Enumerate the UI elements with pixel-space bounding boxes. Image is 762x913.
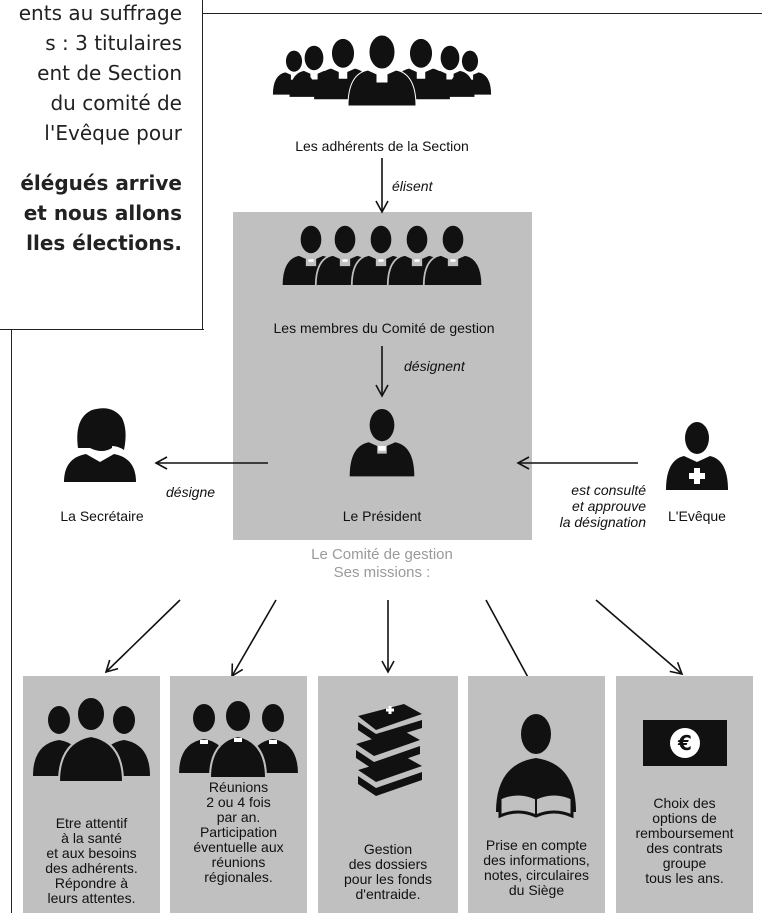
mission-line: du Siège (508, 882, 565, 898)
mission-line: réunions (211, 854, 266, 870)
mission-arrow (104, 599, 181, 674)
designate-verb: désignent (404, 358, 465, 374)
committee-caption-subtitle: Ses missions : (333, 564, 431, 581)
mission-box: Etre attentif à la santé et aux besoins … (23, 676, 160, 913)
mission-line: options de (652, 810, 717, 826)
mission-line: groupe (662, 855, 707, 871)
mission-line: notes, circulaires (483, 867, 590, 883)
mission-box: Prise en compte des informations, notes,… (468, 676, 605, 913)
committee-caption: Le Comité de gestion Ses missions : (282, 546, 482, 582)
elect-verb: élisent (392, 178, 433, 194)
mission-line: Prise en compte (485, 837, 588, 853)
mission-box: Gestion des dossiers pour les fonds d'en… (318, 676, 458, 913)
mission-text: Choix des options de remboursement des c… (616, 796, 753, 886)
euro-symbol: € (677, 731, 692, 755)
president-label: Le Président (342, 508, 422, 524)
mission-line: d'entraide. (355, 886, 421, 902)
group-of-three-icon (33, 696, 150, 783)
mission-line: Choix des (653, 795, 716, 811)
intro-line: l'Evêque pour (44, 121, 182, 145)
secretary-label: La Secrétaire (60, 508, 144, 524)
intro-line-bold: élégués arrive (20, 171, 182, 195)
intro-line: ent de Section (37, 61, 182, 85)
mission-arrow (231, 599, 277, 678)
committee-caption-title: Le Comité de gestion (311, 546, 453, 563)
mission-line: Répondre à (54, 875, 129, 891)
committee-members-label: Les membres du Comité de gestion (273, 320, 495, 336)
president-icon (349, 408, 415, 477)
mission-line: Etre attentif (55, 815, 128, 831)
adherents-label: Les adhérents de la Section (295, 138, 469, 154)
intro-line: ents au suffrage (18, 1, 182, 25)
mission-line: 2 ou 4 fois (206, 794, 271, 810)
mission-text: Gestion des dossiers pour les fonds d'en… (318, 842, 458, 902)
mission-line: et aux besoins (46, 845, 137, 861)
mission-text: Prise en compte des informations, notes,… (468, 838, 605, 898)
euro-banknote-icon: € (643, 720, 727, 766)
intro-line: du comité de (50, 91, 182, 115)
intro-line-bold: lles élections. (26, 231, 182, 255)
frame-border (11, 330, 12, 913)
mission-box: € Choix des options de remboursement des… (616, 676, 753, 913)
mission-line: des adhérents. (45, 860, 138, 876)
bishop-verb-line: est consulté (571, 482, 646, 498)
secretary-verb: désigne (166, 484, 216, 500)
mission-line: des informations, (483, 852, 590, 868)
bishop-verb-line: et approuve (572, 498, 646, 514)
intro-line: s : 3 titulaires (45, 31, 182, 55)
mission-text: Réunions 2 ou 4 fois par an. Participati… (170, 780, 307, 885)
bishop-label: L'Evêque (668, 508, 726, 524)
secretary-icon (64, 408, 136, 482)
mission-line: pour les fonds (344, 871, 432, 887)
bishop-icon (666, 422, 728, 490)
reader-icon (496, 714, 576, 819)
mission-line: éventuelle aux (193, 839, 284, 855)
mission-arrow (595, 599, 684, 676)
intro-text-box: ents au suffrage s : 3 titulaires ent de… (0, 0, 203, 330)
clergy-group-icon (176, 699, 301, 779)
adherents-crowd-icon (272, 34, 492, 107)
stacked-books-icon (356, 704, 422, 796)
mission-line: à la santé (61, 830, 122, 846)
mission-line: leurs attentes. (47, 890, 136, 906)
mission-line: des dossiers (348, 856, 428, 872)
mission-box: Réunions 2 ou 4 fois par an. Participati… (170, 676, 307, 913)
mission-line: Participation (199, 824, 278, 840)
mission-line: des contrats (646, 840, 723, 856)
mission-line: régionales. (204, 869, 273, 885)
mission-text: Etre attentif à la santé et aux besoins … (23, 816, 160, 906)
bishop-verb-line: la désignation (559, 514, 646, 530)
mission-line: par an. (216, 809, 261, 825)
frame-border (203, 13, 762, 14)
mission-line: Gestion (363, 841, 413, 857)
mission-line: remboursement (635, 825, 734, 841)
mission-line: Réunions (208, 779, 269, 795)
mission-line: tous les ans. (645, 870, 724, 886)
committee-members-icon (280, 224, 484, 287)
bishop-verb: est consulté et approuve la désignation (538, 482, 646, 530)
intro-line-bold: et nous allons (23, 201, 182, 225)
frame-border (11, 329, 204, 330)
